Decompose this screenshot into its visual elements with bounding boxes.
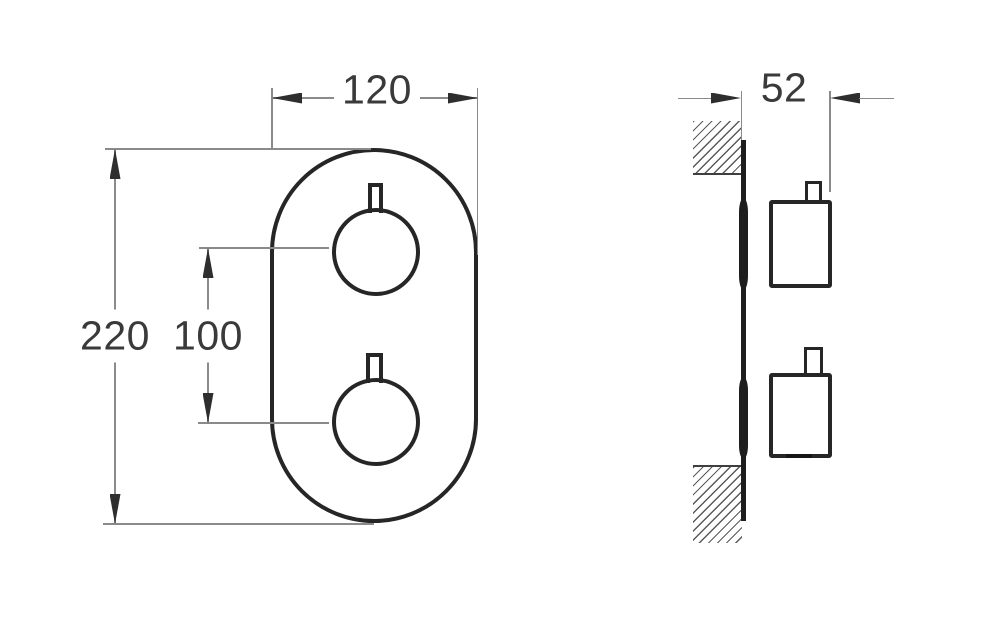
wall-hatch-top xyxy=(693,121,742,175)
width-extension-line-right xyxy=(476,88,479,255)
knob-bottom-index-tab xyxy=(366,353,383,383)
plate-edge-profile xyxy=(741,140,746,521)
plate-bulge-bottom xyxy=(738,377,748,459)
wall-hatch-bottom xyxy=(693,465,742,543)
width-arrowhead-left xyxy=(272,92,302,104)
height-extension-line-top xyxy=(105,148,371,150)
height-extension-line-bottom xyxy=(103,523,374,525)
width-arrowhead-right xyxy=(448,92,478,104)
knob-top-index-tab xyxy=(368,183,383,213)
height-arrowhead-bottom xyxy=(109,494,121,524)
width-extension-line-left xyxy=(271,88,273,150)
depth-dimension-line-right xyxy=(859,97,894,100)
spacing-extension-line-top xyxy=(199,247,329,249)
knob-bottom-side-body xyxy=(769,373,832,458)
knob-top-side-body xyxy=(769,200,832,288)
spacing-arrowhead-bottom xyxy=(202,393,214,423)
width-dimension-label: 120 xyxy=(334,67,420,113)
height-arrowhead-top xyxy=(109,149,121,179)
depth-arrowhead-right xyxy=(830,92,860,104)
knob-bottom-circle xyxy=(332,378,420,466)
depth-extension-line-wall xyxy=(740,91,743,140)
height-dimension-label: 220 xyxy=(75,309,155,363)
knob-bottom-seam-mark xyxy=(786,454,812,458)
knob-top-circle xyxy=(332,208,420,296)
plate-bulge-top xyxy=(738,198,748,290)
spacing-arrowhead-top xyxy=(202,248,214,278)
depth-dimension-label: 52 xyxy=(760,64,808,111)
depth-extension-line-knob xyxy=(829,91,831,192)
spacing-extension-line-bottom xyxy=(198,422,329,424)
depth-arrowhead-left xyxy=(711,92,741,104)
spacing-dimension-label: 100 xyxy=(168,309,248,363)
depth-dimension-line-left xyxy=(678,97,712,100)
